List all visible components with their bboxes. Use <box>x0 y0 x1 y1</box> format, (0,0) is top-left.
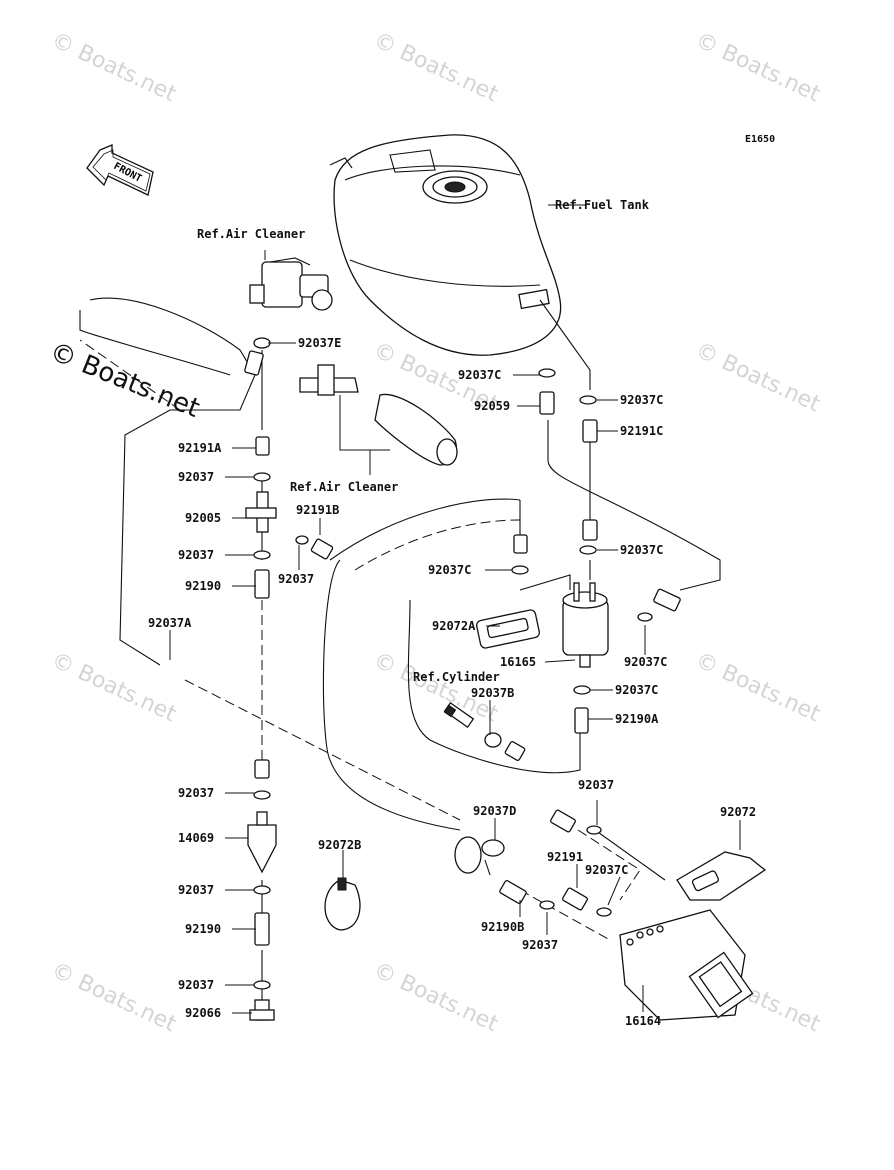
callout-92190A[interactable]: 92190A <box>615 712 659 726</box>
callout-92191[interactable]: 92191 <box>547 850 583 864</box>
callout-92037[interactable]: 92037 <box>178 786 214 800</box>
callout-92072A[interactable]: 92072A <box>432 619 476 633</box>
watermark: © Boats.net <box>691 338 824 418</box>
front-arrow-icon: FRONT <box>86 144 154 196</box>
callout-92037[interactable]: 92037 <box>178 470 214 484</box>
callout-92072[interactable]: 92072 <box>720 805 756 819</box>
ref-air-cleaner-mid-label: Ref.Air Cleaner <box>290 480 398 494</box>
diagram-code: E1650 <box>745 134 775 145</box>
callout-92037E[interactable]: 92037E <box>298 336 341 350</box>
ref-cylinder-label: Ref.Cylinder <box>413 670 500 684</box>
callout-92190[interactable]: 92190 <box>185 922 221 936</box>
callout-92191A[interactable]: 92191A <box>178 441 222 455</box>
air-cleaner-part-top: Ref.Air Cleaner <box>197 227 333 349</box>
watermark: © Boats.net <box>369 958 502 1038</box>
fuel-tank: Ref.Fuel Tank <box>329 134 650 356</box>
callout-92037D[interactable]: 92037D <box>473 804 516 818</box>
callout-16165[interactable]: 16165 <box>500 655 536 669</box>
part-callouts: 92037E 92037C 92059 92037C 92191C 92191A… <box>148 336 756 1028</box>
callout-92191B[interactable]: 92191B <box>296 503 339 517</box>
callout-92190[interactable]: 92190 <box>185 579 221 593</box>
callout-92005[interactable]: 92005 <box>185 511 221 525</box>
middle-right-parts <box>295 368 767 1021</box>
callout-92037[interactable]: 92037 <box>522 938 558 952</box>
callout-92066[interactable]: 92066 <box>185 1006 221 1020</box>
callout-92037B[interactable]: 92037B <box>471 686 514 700</box>
callout-92037C[interactable]: 92037C <box>585 863 628 877</box>
watermark: © Boats.net <box>47 958 180 1038</box>
callout-92037C[interactable]: 92037C <box>620 543 663 557</box>
callout-16164[interactable]: 16164 <box>625 1014 661 1028</box>
watermark: © Boats.net <box>47 28 180 108</box>
watermark: © Boats.net <box>369 28 502 108</box>
ref-air-cleaner-top-label: Ref.Air Cleaner <box>197 227 305 241</box>
callout-92037[interactable]: 92037 <box>578 778 614 792</box>
callout-92037C[interactable]: 92037C <box>428 563 471 577</box>
callout-14069[interactable]: 14069 <box>178 831 214 845</box>
watermark: © Boats.net <box>691 648 824 728</box>
callout-92072B[interactable]: 92072B <box>318 838 361 852</box>
callout-92037[interactable]: 92037 <box>178 883 214 897</box>
left-column-parts <box>244 350 277 1021</box>
watermark-bold: © Boats.net <box>45 337 203 424</box>
callout-92059[interactable]: 92059 <box>474 399 510 413</box>
callout-92037C[interactable]: 92037C <box>620 393 663 407</box>
callout-92191C[interactable]: 92191C <box>620 424 663 438</box>
callout-92037[interactable]: 92037 <box>178 978 214 992</box>
watermark: © Boats.net <box>691 28 824 108</box>
leader-lines <box>169 342 741 1014</box>
callout-92190B[interactable]: 92190B <box>481 920 524 934</box>
callout-92037[interactable]: 92037 <box>278 572 314 586</box>
callout-92037[interactable]: 92037 <box>178 548 214 562</box>
watermark: © Boats.net <box>47 648 180 728</box>
ref-fuel-tank-label: Ref.Fuel Tank <box>555 198 650 212</box>
air-cleaner-part-mid: Ref.Air Cleaner <box>290 364 458 494</box>
callout-92037C[interactable]: 92037C <box>458 368 501 382</box>
callout-92037C[interactable]: 92037C <box>624 655 667 669</box>
hose-lines <box>79 297 721 1000</box>
callout-92037C[interactable]: 92037C <box>615 683 658 697</box>
callout-92037A[interactable]: 92037A <box>148 616 192 630</box>
